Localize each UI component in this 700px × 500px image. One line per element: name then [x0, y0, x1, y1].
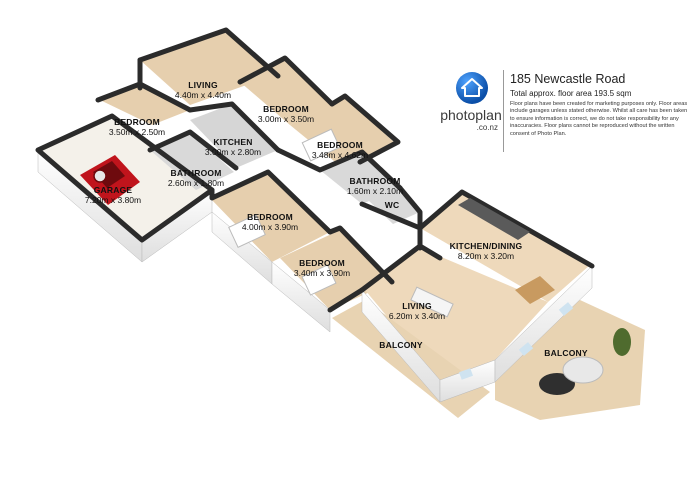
floor-kitchen — [190, 104, 278, 168]
room-label-bedroom-5: BEDROOM 3.40m x 3.90m — [293, 258, 351, 278]
brand-domain: .co.nz — [476, 123, 498, 132]
house-icon — [461, 78, 483, 97]
exterior-walls — [37, 149, 593, 403]
floor-bedroom-2 — [240, 60, 330, 125]
walltop-living-top — [137, 27, 281, 79]
room-label-balcony-1: BALCONY — [379, 340, 423, 350]
room-label-balcony-2: BALCONY — [544, 348, 588, 358]
kitchen-counter-icon — [458, 198, 530, 240]
sofa-icon — [410, 286, 454, 318]
plant-icon — [613, 328, 631, 356]
room-label-living-top: LIVING 4.40m x 4.40m — [174, 80, 232, 100]
walltop-inner-8 — [327, 287, 365, 313]
brand-logo: photoplan .co.nz — [440, 72, 502, 144]
bed-icon — [301, 264, 337, 296]
window-icon — [458, 368, 474, 380]
room-label-bathroom-1: BATHROOM 2.60m x 1.80m — [167, 168, 225, 188]
brand-name: photoplan — [440, 107, 502, 123]
wall-dining-right — [494, 265, 593, 383]
room-label-bedroom-1: BEDROOM 3.50m x 2.50m — [108, 117, 166, 137]
floor-bathroom-2 — [320, 152, 400, 204]
window-icon — [518, 342, 534, 356]
patio-table-icon — [539, 373, 575, 395]
floor-bedroom-4 — [210, 172, 330, 262]
bed-icon — [228, 214, 266, 248]
disclaimer-text: Floor plans have been created for market… — [510, 101, 688, 137]
room-label-kitchen-dining: KITCHEN/DINING 8.20m x 3.20m — [449, 241, 523, 261]
floor-kitchen-dining — [420, 192, 590, 302]
walltop-bedroom3 — [329, 93, 401, 165]
wall-tops — [35, 27, 595, 313]
property-address: 185 Newcastle Road — [510, 72, 626, 86]
floor-wc — [368, 188, 420, 224]
walltop-inner-2 — [147, 129, 239, 171]
total-floor-area: Total approx. floor area 193.5 sqm — [510, 89, 632, 98]
room-label-living-main: LIVING 6.20m x 3.40m — [388, 301, 446, 321]
property-info: 185 Newcastle Road Total approx. floor a… — [510, 72, 692, 138]
room-label-bedroom-3: BEDROOM 3.48m x 4.62m — [311, 140, 369, 160]
floor-living-main — [365, 248, 548, 380]
room-label-kitchen: KITCHEN 3.00m x 2.80m — [204, 137, 262, 157]
floor-bathroom-1 — [150, 132, 234, 190]
walltop-inner-9 — [397, 185, 423, 251]
walltop-inner-4 — [275, 147, 403, 191]
room-label-bedroom-2: BEDROOM 3.00m x 3.50m — [257, 104, 315, 124]
logo-house-icon — [456, 72, 488, 104]
walltop-inner-1 — [187, 101, 281, 153]
walltop-inner-6 — [359, 189, 595, 269]
bed-icon — [301, 128, 341, 162]
info-divider — [503, 70, 504, 152]
walltop-inner-5 — [327, 225, 395, 285]
walltop-inner-3 — [209, 169, 333, 235]
umbrella-icon — [562, 356, 604, 384]
room-label-bathroom-2: BATHROOM 1.60m x 2.10m — [346, 176, 404, 196]
room-label-bedroom-4: BEDROOM 4.00m x 3.90m — [241, 212, 299, 232]
room-label-garage: GARAGE 7.20m x 3.80m — [84, 185, 142, 205]
dining-table-icon — [515, 276, 555, 304]
floor-bedroom-3 — [290, 97, 395, 170]
room-label-wc: WC — [384, 200, 400, 210]
window-icon — [558, 302, 574, 316]
walltop-bedroom2 — [237, 55, 335, 107]
car-icon — [80, 155, 140, 205]
floor-bedroom-1 — [100, 85, 190, 125]
furniture — [80, 128, 631, 395]
